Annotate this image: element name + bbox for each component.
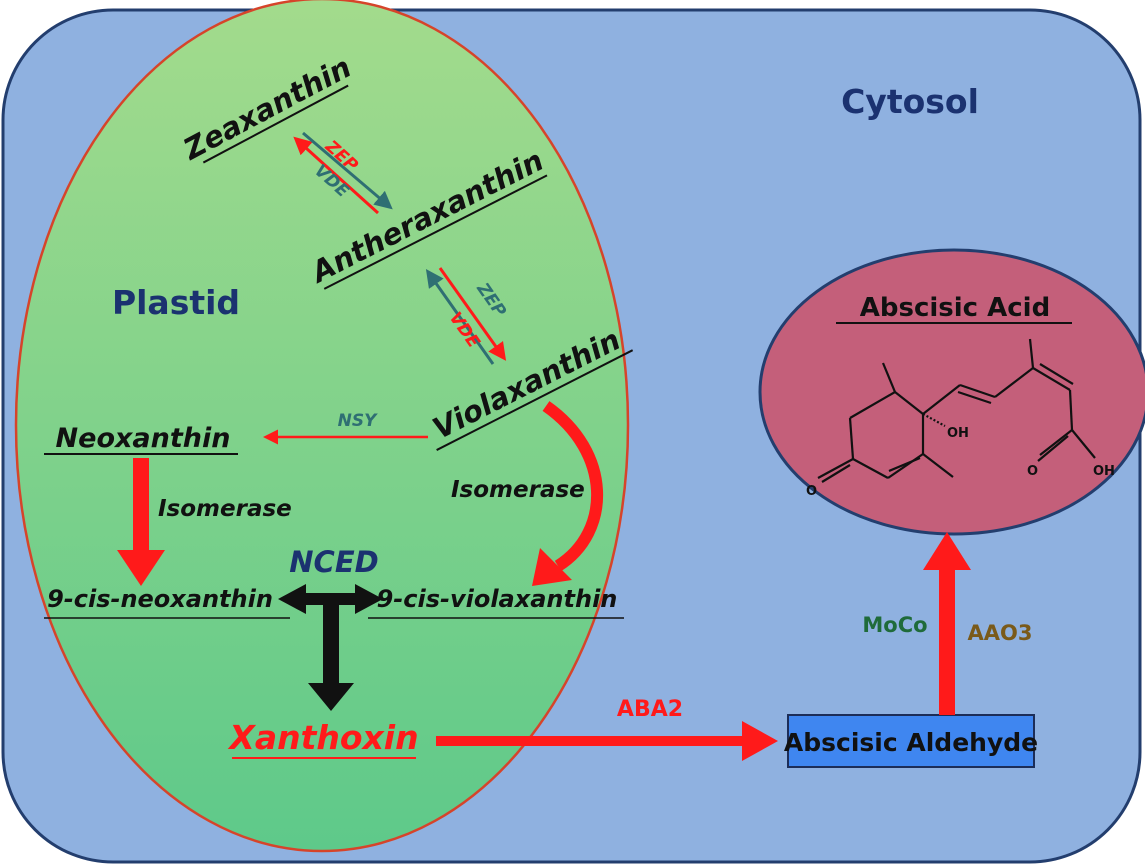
nsy-label: NSY [338,411,378,431]
isomerase-arrow-right [542,401,604,572]
abscisic-acid-title: Abscisic Acid [860,293,1050,323]
oh-carboxyl-label: OH [1093,464,1115,479]
cis-violaxanthin-node: 9-cis-violaxanthin [377,585,618,613]
oh-hydroxyl-label: OH [947,426,969,441]
o-carboxyl-label: O [1027,464,1038,479]
zep-arrow-1 [293,136,380,215]
plastid-title: Plastid [112,283,240,322]
isomerase-label-left: Isomerase [158,496,292,522]
abscisic-aldehyde-node: Abscisic Aldehyde [784,728,1038,757]
o-ketone-label: O [806,484,817,499]
isomerase-label-right: Isomerase [451,477,585,503]
isomerase-arrow-left-head [117,550,165,586]
abscisic-aldehyde-box [787,714,1035,768]
aao3-label: AAO3 [968,621,1033,645]
xanthoxin-node: Xanthoxin [227,718,418,757]
aao3-arrow-head [923,532,971,570]
nced-junction-arrows [278,584,383,711]
vde-arrow-2 [425,269,495,365]
aba2-arrow-shaft [436,736,748,746]
cytosol-title: Cytosol [841,82,979,121]
aao3-arrow-shaft [939,565,955,715]
aba2-label: ABA2 [617,697,683,722]
abscisic-acid-structure [817,338,1096,483]
aba2-arrow-head [742,721,778,761]
isomerase-arrow-right-head [532,548,572,586]
vde-arrow-1 [302,131,393,210]
moco-label: MoCo [862,613,927,637]
cis-neoxanthin-node: 9-cis-neoxanthin [47,585,273,613]
zep-arrow-2 [438,267,507,361]
nced-label: NCED [289,545,378,579]
isomerase-arrow-left-shaft [133,458,149,553]
neoxanthin-node: Neoxanthin [56,423,231,454]
